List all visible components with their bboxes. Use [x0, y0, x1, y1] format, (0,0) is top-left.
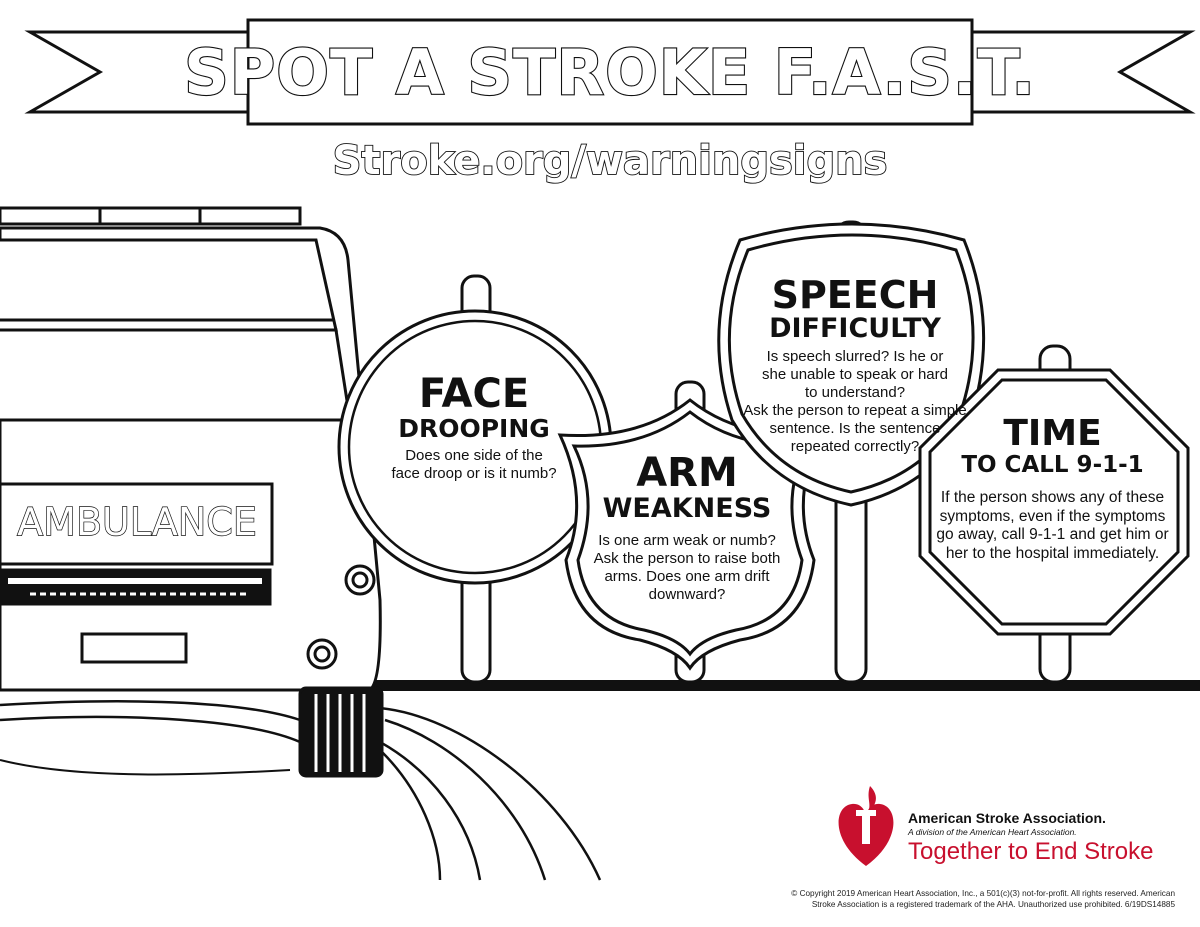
brand-name: American Stroke Association.	[908, 810, 1106, 826]
face-heading: FACE	[418, 371, 530, 417]
face-body: Does one side of the face droop or is it…	[368, 447, 580, 483]
face-body-line: Does one side of the	[405, 447, 543, 464]
time-body-line: her to the hospital immediately.	[945, 544, 1160, 562]
speech-body-line: Ask the person to repeat a simple	[743, 402, 967, 419]
arm-subheading: WEAKNESS	[602, 493, 772, 524]
time-body: If the person shows any of these symptom…	[930, 489, 1175, 563]
time-heading: TIME	[1003, 413, 1102, 454]
arm-body-line: downward?	[648, 586, 726, 603]
arm-body-line: Is one arm weak or numb?	[598, 532, 776, 549]
road	[0, 680, 1200, 881]
arm-body-line: arms. Does one arm drift	[604, 568, 770, 585]
ambulance-illustration	[0, 206, 384, 778]
speech-body: Is speech slurred? Is he or she unable t…	[735, 348, 975, 456]
time-body-line: symptoms, even if the symptoms	[939, 507, 1166, 525]
speech-difficulty-text: SPEECH DIFFICULTY Is speech slurred? Is …	[735, 276, 975, 456]
face-subheading: DROOPING	[398, 414, 550, 443]
time-subheading: TO CALL 9-1-1	[961, 452, 1144, 478]
speech-heading: SPEECH	[771, 273, 939, 317]
speech-difficulty-sign	[717, 222, 986, 507]
time-body-line: go away, call 9-1-1 and get him or	[936, 526, 1169, 544]
time-body-line: If the person shows any of these	[940, 489, 1165, 506]
speech-body-line: she unable to speak or hard	[762, 366, 948, 383]
arm-heading: ARM	[636, 450, 738, 496]
speech-body-line: repeated correctly?	[790, 438, 920, 455]
copyright-notice: © Copyright 2019 American Heart Associat…	[760, 888, 1175, 910]
time-text: TIME TO CALL 9-1-1 If the person shows a…	[930, 416, 1175, 563]
time-sign	[918, 368, 1190, 636]
brand-tagline: Together to End Stroke	[908, 838, 1154, 865]
arm-weakness-text: ARM WEAKNESS Is one arm weak or numb? As…	[580, 453, 794, 604]
copyright-line: Stroke Association is a registered trade…	[811, 900, 1175, 910]
face-drooping-sign	[337, 309, 613, 585]
title-banner	[24, 18, 1196, 126]
copyright-line: © Copyright 2019 American Heart Associat…	[791, 889, 1175, 898]
speech-body-line: to understand?	[804, 384, 906, 401]
ambulance-label: AMBULANCE	[16, 499, 257, 544]
speech-body-line: sentence. Is the sentence	[769, 420, 941, 437]
speech-subheading: DIFFICULTY	[769, 313, 941, 344]
speech-body-line: Is speech slurred? Is he or	[766, 348, 944, 365]
face-drooping-text: FACE DROOPING Does one side of the face …	[368, 374, 580, 483]
page-title: SPOT A STROKE F.A.S.T.	[183, 34, 1036, 109]
heart-torch-logo-icon	[838, 786, 894, 866]
brand-division: A division of the American Heart Associa…	[908, 827, 1077, 837]
face-body-line: face droop or is it numb?	[391, 465, 557, 482]
website-url: Stroke.org/warningsigns	[332, 137, 889, 185]
arm-weakness-sign	[557, 398, 823, 671]
arm-body-line: Ask the person to raise both	[593, 550, 781, 567]
arm-body: Is one arm weak or numb? Ask the person …	[580, 532, 794, 604]
